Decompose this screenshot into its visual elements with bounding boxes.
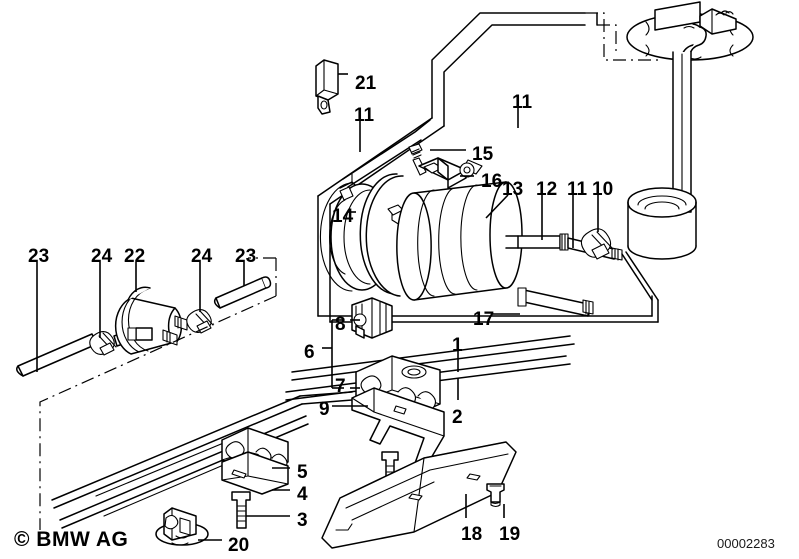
- callout-line-holder-bracket: 7: [335, 376, 346, 397]
- callout-fuel-filter: 13: [502, 179, 524, 200]
- callout-clamp-bolt: 15: [472, 144, 494, 165]
- callout-bracket-set: 6: [304, 342, 315, 363]
- callout-fuel-hose-upper: 11: [354, 105, 375, 126]
- lower-clamp-assembly: [221, 427, 289, 529]
- callout-hose-right: 23: [235, 246, 257, 267]
- callout-washer: 16: [481, 171, 503, 192]
- callout-retaining-clip: 21: [355, 73, 377, 94]
- callout-hose-left: 23: [28, 246, 50, 267]
- callout-hose-connector: 17: [473, 309, 495, 330]
- callout-hex-bolt-lower: 3: [297, 510, 308, 531]
- callout-upper-clamp-half: 5: [297, 462, 308, 483]
- callout-filter-outlet-pipe: 12: [536, 179, 558, 200]
- callout-rubber-grommet-block: 8: [335, 314, 346, 335]
- callout-shield-nut: 19: [499, 524, 521, 545]
- pressure-regulator-assembly: [16, 257, 277, 530]
- hose-connector-17: [517, 287, 594, 317]
- callout-heat-shield: 18: [461, 524, 483, 545]
- fuel-filter-assembly: [319, 143, 659, 301]
- leader-lines: [36, 73, 599, 541]
- callout-fuel-hose-tank: 11: [512, 92, 533, 113]
- fuel-tank-sender-unit: [585, 1, 754, 260]
- callout-fuel-return-line: 2: [452, 407, 463, 428]
- callout-hose-clamp-left: 24: [91, 246, 113, 267]
- callout-filter-bracket: 14: [332, 206, 354, 227]
- hose-clamp-10: [580, 228, 614, 260]
- callout-hose-clamp: 10: [592, 179, 614, 200]
- callout-hose-clamp-right: 24: [191, 246, 213, 267]
- drawing-number: 00002283: [717, 536, 775, 551]
- callout-fuel-pressure-regulator: 22: [124, 246, 146, 267]
- bmw-copyright: © BMW AG: [14, 528, 129, 551]
- heat-shield-assembly: [321, 441, 517, 549]
- callout-fuel-hose: 11: [567, 179, 588, 200]
- callout-fuel-feed-line: 1: [452, 335, 463, 356]
- callout-lower-clamp-half: 4: [297, 484, 308, 505]
- line-clip-20: [155, 507, 209, 546]
- retaining-clip-21: [315, 59, 339, 115]
- callout-mounting-plate: 9: [319, 399, 330, 420]
- callout-line-clip: 20: [228, 535, 250, 556]
